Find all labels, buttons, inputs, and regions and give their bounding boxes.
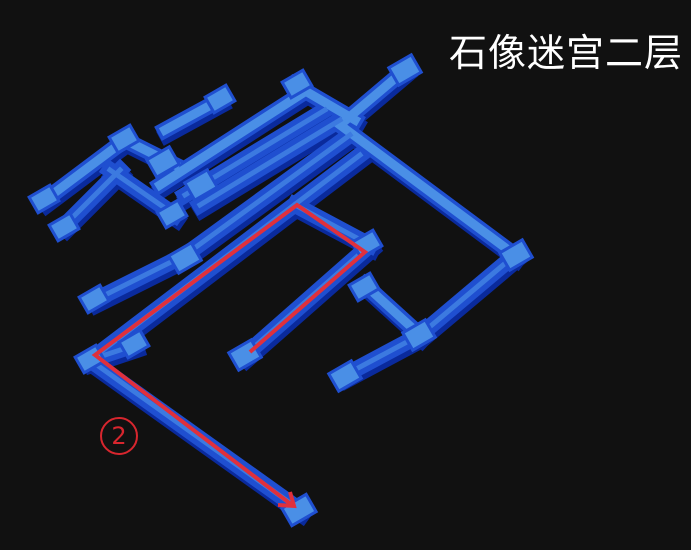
maze-rooms [27,52,535,528]
route-path [91,202,369,509]
room-block [27,52,535,528]
route-arrow-icon [277,491,297,509]
step-number-badge: 2 [100,417,138,455]
map-title: 石像迷宫二层 [448,31,683,75]
